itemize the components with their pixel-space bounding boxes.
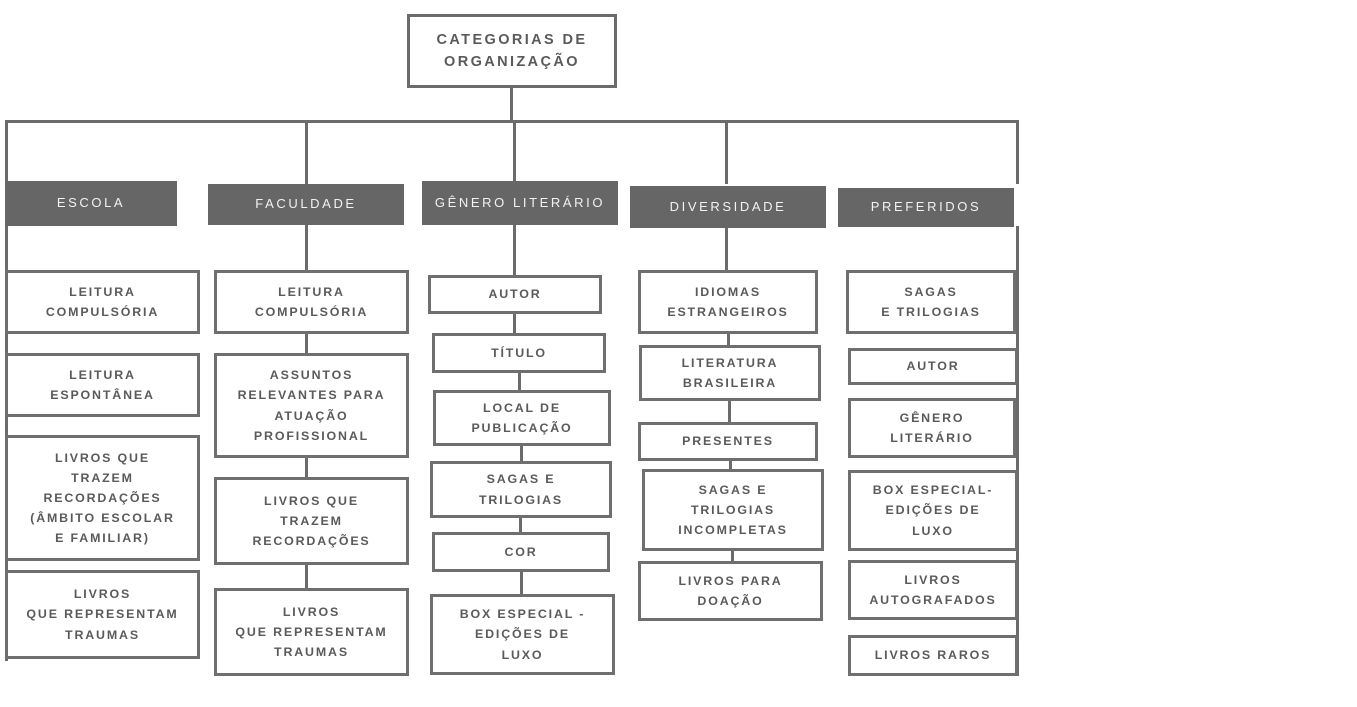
connector-faculdade-1-2	[305, 334, 308, 354]
list-item-label: LOCAL DE PUBLICAÇÃO	[471, 400, 573, 435]
list-item[interactable]: LEITURA COMPULSÓRIA	[214, 270, 409, 334]
list-item-label: COR	[504, 544, 538, 559]
category-header-faculdade-label: FACULDADE	[255, 196, 357, 212]
list-item-label: LIVROS QUE REPRESENTAM TRAUMAS	[235, 604, 388, 660]
connector-root-stem	[510, 88, 513, 121]
list-item[interactable]: LITERATURA BRASILEIRA	[639, 345, 821, 401]
connector-drop-preferidos	[1016, 120, 1019, 184]
list-item-label: LEITURA COMPULSÓRIA	[254, 284, 369, 319]
root-node-categorias-de-organizacao[interactable]: CATEGORIAS DE ORGANIZAÇÃO	[407, 14, 617, 88]
connector-drop-genero-literario	[513, 120, 516, 184]
category-header-diversidade-label: DIVERSIDADE	[669, 198, 787, 214]
connector-drop-faculdade	[305, 120, 308, 184]
list-item-label: LIVROS PARA DOAÇÃO	[678, 573, 783, 608]
category-header-preferidos-label: PREFERIDOS	[870, 199, 982, 215]
connector-stem-faculdade	[305, 225, 308, 271]
connector-diversidade-1-2	[727, 334, 730, 346]
connector-diversidade-2-3	[728, 401, 731, 422]
category-header-escola[interactable]: ESCOLA	[5, 181, 177, 226]
list-item[interactable]: TÍTULO	[432, 333, 606, 373]
list-item[interactable]: LIVROS RAROS	[848, 635, 1018, 676]
category-header-diversidade[interactable]: DIVERSIDADE	[630, 186, 826, 228]
root-node-label: CATEGORIAS DE ORGANIZAÇÃO	[436, 31, 588, 70]
category-header-escola-label: ESCOLA	[56, 195, 126, 211]
list-item[interactable]: LIVROS QUE TRAZEM RECORDAÇÕES (ÂMBITO ES…	[5, 435, 200, 561]
list-item-label: LEITURA ESPONTÂNEA	[50, 367, 155, 402]
list-item[interactable]: BOX ESPECIAL - EDIÇÕES DE LUXO	[430, 594, 615, 675]
connector-distribution-bar	[5, 120, 1018, 123]
list-item-label: LIVROS QUE TRAZEM RECORDAÇÕES	[252, 493, 371, 549]
connector-genero-5-6	[520, 572, 523, 595]
list-item-label: SAGAS E TRILOGIAS	[478, 472, 564, 507]
connector-faculdade-2-3	[305, 458, 308, 478]
list-item[interactable]: BOX ESPECIAL- EDIÇÕES DE LUXO	[848, 470, 1018, 551]
list-item[interactable]: AUTOR	[428, 275, 602, 314]
list-item[interactable]: LIVROS AUTOGRAFADOS	[848, 560, 1018, 620]
connector-faculdade-3-4	[305, 565, 308, 589]
list-item-label: TÍTULO	[491, 345, 547, 360]
list-item[interactable]: LIVROS QUE REPRESENTAM TRAUMAS	[214, 588, 409, 676]
connector-spine-preferidos	[1016, 226, 1019, 676]
list-item[interactable]: LIVROS PARA DOAÇÃO	[638, 561, 823, 621]
list-item-label: GÊNERO LITERÁRIO	[890, 410, 974, 445]
list-item[interactable]: GÊNERO LITERÁRIO	[848, 398, 1016, 458]
connector-genero-3-4	[520, 446, 523, 462]
list-item[interactable]: IDIOMAS ESTRANGEIROS	[638, 270, 818, 334]
connector-stem-diversidade	[725, 228, 728, 272]
list-item-label: PRESENTES	[682, 434, 774, 449]
list-item[interactable]: SAGAS E TRILOGIAS INCOMPLETAS	[642, 469, 824, 551]
connector-genero-2-3	[518, 373, 521, 391]
list-item[interactable]: LEITURA COMPULSÓRIA	[5, 270, 200, 334]
category-header-genero-literario[interactable]: GÊNERO LITERÁRIO	[422, 181, 618, 225]
connector-genero-1-2	[513, 314, 516, 334]
list-item-label: BOX ESPECIAL - EDIÇÕES DE LUXO	[459, 607, 586, 662]
list-item-label: IDIOMAS ESTRANGEIROS	[667, 284, 789, 319]
list-item[interactable]: LIVROS QUE TRAZEM RECORDAÇÕES	[214, 477, 409, 565]
list-item-label: SAGAS E TRILOGIAS INCOMPLETAS	[678, 482, 788, 538]
list-item-label: LIVROS RAROS	[874, 648, 992, 663]
list-item[interactable]: SAGAS E TRILOGIAS	[846, 270, 1016, 334]
list-item-label: SAGAS E TRILOGIAS	[881, 284, 981, 319]
list-item-label: AUTOR	[488, 287, 542, 302]
connector-genero-4-5	[519, 518, 522, 533]
list-item[interactable]: LOCAL DE PUBLICAÇÃO	[433, 390, 611, 446]
list-item-label: AUTOR	[906, 359, 960, 374]
connector-drop-diversidade	[725, 120, 728, 184]
connector-stem-genero-literario	[513, 225, 516, 276]
list-item[interactable]: AUTOR	[848, 348, 1018, 385]
list-item[interactable]: PRESENTES	[638, 422, 818, 461]
list-item-label: BOX ESPECIAL- EDIÇÕES DE LUXO	[872, 483, 994, 538]
list-item[interactable]: LIVROS QUE REPRESENTAM TRAUMAS	[5, 570, 200, 659]
list-item-label: LITERATURA BRASILEIRA	[681, 355, 779, 390]
list-item[interactable]: ASSUNTOS RELEVANTES PARA ATUAÇÃO PROFISS…	[214, 353, 409, 458]
list-item-label: LIVROS AUTOGRAFADOS	[869, 572, 997, 607]
list-item-label: ASSUNTOS RELEVANTES PARA ATUAÇÃO PROFISS…	[237, 368, 386, 443]
category-header-preferidos[interactable]: PREFERIDOS	[838, 188, 1014, 227]
category-header-genero-literario-label: GÊNERO LITERÁRIO	[434, 194, 606, 210]
list-item[interactable]: LEITURA ESPONTÂNEA	[5, 353, 200, 417]
category-header-faculdade[interactable]: FACULDADE	[208, 184, 404, 225]
connector-drop-escola	[5, 120, 8, 184]
list-item[interactable]: COR	[432, 532, 610, 572]
list-item-label: LIVROS QUE REPRESENTAM TRAUMAS	[26, 587, 179, 642]
list-item-label: LIVROS QUE TRAZEM RECORDAÇÕES (ÂMBITO ES…	[30, 450, 175, 546]
list-item-label: LEITURA COMPULSÓRIA	[45, 284, 160, 319]
list-item[interactable]: SAGAS E TRILOGIAS	[430, 461, 612, 518]
connector-diversidade-3-4	[729, 461, 732, 470]
connector-diversidade-4-5	[731, 551, 734, 562]
